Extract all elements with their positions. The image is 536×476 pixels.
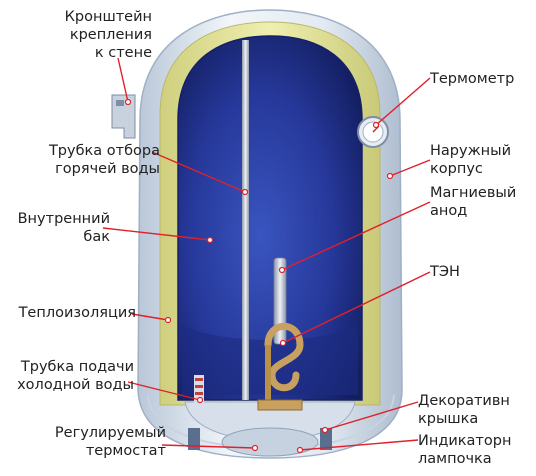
label-thermometer: Термометр	[430, 71, 515, 87]
label-insulation: Теплоизоляция	[18, 305, 136, 321]
label-decorative-cover: Декоративн крышка	[418, 393, 510, 427]
label-magnesium-anode: Магниевый анод	[430, 185, 517, 219]
heating-element	[257, 322, 304, 411]
label-cold-water-pipe: Трубка подачи холодной воды	[17, 359, 134, 393]
wall-bracket	[111, 94, 136, 139]
label-inner-tank: Внутренний бак	[17, 211, 110, 245]
leader-lines	[102, 57, 431, 451]
leader-dots	[124, 98, 394, 454]
cold-water-inlet	[194, 375, 204, 405]
decorative-cover	[184, 401, 356, 457]
hot-water-pipe	[242, 40, 249, 400]
thermometer-gauge	[357, 116, 389, 148]
label-outer-case: Наружный корпус	[430, 143, 511, 177]
label-wall-bracket: Кронштейн крепления к стене	[64, 9, 152, 61]
label-indicator-lamp: Индикаторн лампочка	[418, 433, 512, 467]
label-hot-water-pipe: Трубка отбора горячей воды	[48, 143, 160, 177]
magnesium-anode	[273, 257, 287, 345]
label-thermostat: Регулируемый термостат	[54, 425, 166, 459]
label-heating-element: ТЭН	[430, 264, 460, 280]
